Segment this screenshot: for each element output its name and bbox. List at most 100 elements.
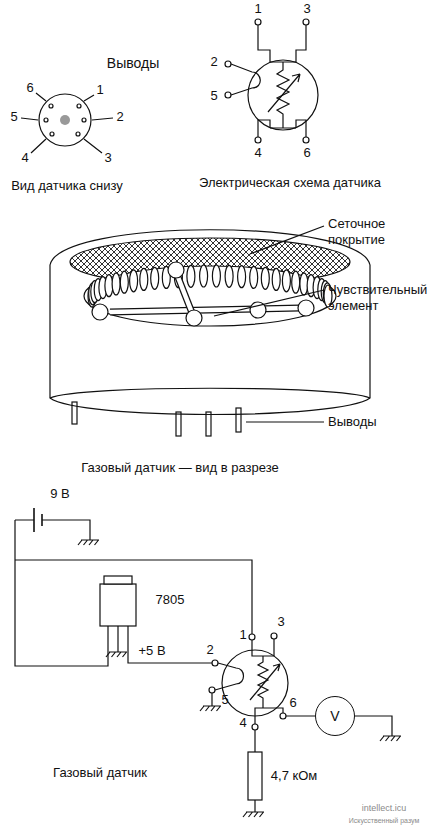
pin-number: 2 [116, 109, 123, 125]
sensor-housing [236, 408, 241, 432]
circuit-wires [15, 508, 252, 666]
sensor-symbol [258, 25, 306, 62]
sensor-symbol [225, 92, 231, 98]
bottom-view [82, 118, 86, 122]
pin-number: 5 [210, 88, 217, 104]
sensor-housing [50, 230, 370, 436]
pin-number: 1 [239, 627, 246, 643]
pin-number: 3 [104, 150, 111, 166]
sensor-symbol [209, 687, 215, 693]
sensor-housing [110, 308, 300, 312]
ground-symbol [243, 812, 264, 817]
bottom-view [44, 118, 48, 122]
schematic-caption: Электрическая схема датчика [199, 175, 381, 191]
circuit-wires [15, 560, 252, 634]
heater-coil [130, 270, 138, 292]
circuit-wires [118, 626, 212, 663]
sensor-symbol [252, 724, 258, 730]
pin-number: 2 [206, 642, 213, 658]
sensor-symbol [248, 752, 262, 800]
sensor-housing [72, 402, 77, 424]
bottom-view [76, 132, 80, 136]
pin-number: 4 [239, 715, 246, 731]
sensor-symbol [222, 650, 288, 716]
heater-coil [282, 270, 290, 292]
illustration [15, 19, 401, 817]
voltmeter: V [315, 696, 355, 736]
sensor-symbol [303, 137, 309, 143]
sensor-symbol [250, 664, 280, 700]
part-label: Сеточное покрытие [328, 216, 428, 247]
sensor-symbol [258, 120, 306, 137]
circuit-wires [100, 584, 136, 626]
watermark: intellect.icu [362, 803, 407, 814]
pin-number: 4 [21, 150, 28, 166]
heater-coil [200, 265, 208, 287]
sensor-housing [168, 262, 184, 278]
bottom-view [39, 94, 91, 146]
pin-number: 1 [96, 82, 103, 98]
sensor-housing [206, 412, 211, 436]
heater-coil [250, 266, 258, 288]
bottom-view [21, 93, 113, 153]
sensor-housing [50, 230, 370, 415]
resistor-value: 4,7 кОм [271, 768, 317, 784]
sensor-symbol [268, 74, 300, 112]
heater-coil [225, 265, 233, 287]
part-label: Чувствительный элемент [328, 282, 428, 313]
circuit-wires [15, 520, 108, 666]
heater-coil [88, 265, 332, 307]
heater-coil [151, 267, 159, 289]
ground-symbol [200, 706, 221, 711]
pin-number: 5 [221, 692, 228, 708]
heater-coil [112, 273, 120, 295]
sensor-housing [298, 300, 314, 316]
sensor-housing [186, 310, 202, 326]
heater-coil [187, 265, 195, 287]
sensor-symbol [211, 693, 212, 706]
sensor-symbol [255, 708, 283, 724]
heater-coil [261, 267, 269, 289]
sensor-symbol [231, 64, 260, 95]
voltage-label: 9 В [50, 486, 70, 502]
bottom-view [50, 132, 54, 136]
view-caption: Вид датчика снизу [11, 178, 123, 194]
circuit-caption: Газовый датчик [53, 765, 147, 781]
pin-number: 5 [10, 109, 17, 125]
circuit-wires [104, 576, 132, 584]
part-label: Выводы [328, 414, 377, 430]
sensor-symbol [303, 19, 309, 25]
pin-number: 1 [254, 1, 261, 17]
sensor-symbol [252, 639, 274, 656]
part-number: 7805 [156, 592, 185, 608]
pin-number: 6 [303, 145, 310, 161]
sensor-symbol [225, 19, 318, 143]
sensor-symbol [225, 61, 231, 67]
pin-number: 6 [26, 80, 33, 96]
watermark: Искусственный разум [349, 817, 420, 825]
bottom-view [60, 115, 70, 125]
sensor-symbol [258, 656, 268, 708]
heater-coil [140, 268, 148, 290]
sensor-symbol [255, 19, 261, 25]
heater-coil [292, 271, 300, 293]
view-caption: Газовый датчик — вид в разрезе [81, 460, 278, 476]
bottom-view [21, 93, 113, 153]
circuit-wires [15, 520, 90, 540]
pin-number: 2 [210, 54, 217, 70]
ground-symbol [380, 736, 401, 741]
circuit-wires [34, 508, 42, 532]
sensor-symbol [212, 660, 218, 666]
ground-symbol [106, 652, 127, 657]
sensor-symbol [280, 713, 286, 719]
sensor-symbol [255, 137, 261, 143]
leader-line [214, 226, 324, 422]
sensor-symbol [271, 633, 277, 639]
bottom-view [77, 104, 81, 108]
pin-number: 3 [303, 1, 310, 17]
heater-coil [212, 265, 220, 287]
pin-number: 6 [289, 695, 296, 711]
section-title: Выводы [107, 55, 159, 72]
heater-coil [272, 268, 280, 290]
ground-symbol [78, 540, 99, 545]
